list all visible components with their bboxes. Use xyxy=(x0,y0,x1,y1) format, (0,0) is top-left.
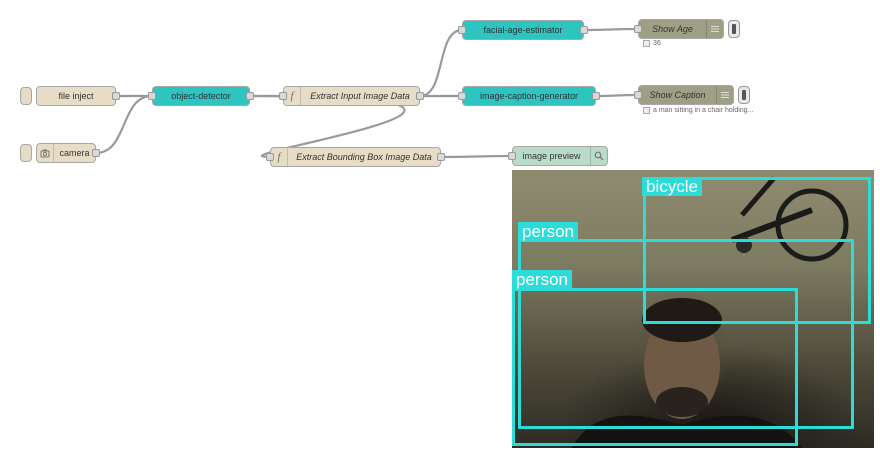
function-icon: f xyxy=(284,87,301,105)
preview-image: bicycle person person xyxy=(512,170,874,448)
detection-box-person-1 xyxy=(518,239,854,429)
image-preview-node[interactable]: image preview xyxy=(508,146,608,166)
status-dot-icon xyxy=(643,40,650,47)
image-preview-input-port[interactable] xyxy=(508,152,516,160)
image-caption-label: image-caption-generator xyxy=(479,91,579,101)
wire-camera-to-detector[interactable] xyxy=(95,94,153,155)
detection-label-person-2: person xyxy=(512,270,572,289)
camera-icon xyxy=(37,144,54,162)
file-inject-node[interactable]: file inject xyxy=(36,86,120,106)
scene-drawing xyxy=(572,176,849,448)
extract-bbox-input-port[interactable] xyxy=(266,153,274,161)
show-age-label: Show Age xyxy=(652,24,693,34)
file-inject-label: file inject xyxy=(58,91,94,101)
show-age-node[interactable]: Show Age xyxy=(634,19,724,39)
image-preview-label: image preview xyxy=(522,151,581,161)
facial-age-input-port[interactable] xyxy=(458,26,466,34)
search-icon xyxy=(590,147,607,165)
camera-inject-button[interactable] xyxy=(20,144,32,162)
object-detector-node[interactable]: object-detector xyxy=(148,86,254,106)
object-detector-input-port[interactable] xyxy=(148,92,156,100)
wire-bbox-to-preview[interactable] xyxy=(440,154,513,159)
object-detector-label: object-detector xyxy=(171,91,231,101)
object-detector-output-port[interactable] xyxy=(246,92,254,100)
file-inject-button[interactable] xyxy=(20,87,32,105)
show-age-toggle-button[interactable] xyxy=(728,20,740,38)
list-icon xyxy=(706,20,723,38)
hair-shape xyxy=(642,298,722,342)
show-caption-input-port[interactable] xyxy=(634,91,642,99)
extract-input-output-port[interactable] xyxy=(416,92,424,100)
extract-bbox-output-port[interactable] xyxy=(437,153,445,161)
bicycle-frame xyxy=(730,207,814,243)
show-age-input-port[interactable] xyxy=(634,25,642,33)
show-age-status: 36 xyxy=(643,40,661,47)
status-dot-icon xyxy=(643,107,650,114)
wire-extract-to-age[interactable] xyxy=(419,28,463,98)
camera-label: camera xyxy=(59,148,90,158)
function-icon: f xyxy=(271,148,288,166)
facial-age-label: facial-age-estimator xyxy=(483,25,563,35)
show-caption-toggle-button[interactable] xyxy=(738,86,750,104)
image-caption-output-port[interactable] xyxy=(592,92,600,100)
show-caption-node[interactable]: Show Caption xyxy=(634,85,734,105)
wire-age-to-show[interactable] xyxy=(583,27,639,32)
extract-input-input-port[interactable] xyxy=(279,92,287,100)
detection-label-person-1: person xyxy=(518,222,578,241)
facial-age-node[interactable]: facial-age-estimator xyxy=(458,20,588,40)
wire-caption-to-show[interactable] xyxy=(595,93,639,98)
extract-bbox-label: Extract Bounding Box Image Data xyxy=(296,152,432,162)
image-caption-node[interactable]: image-caption-generator xyxy=(458,86,600,106)
beard-shape xyxy=(656,387,708,417)
show-caption-status-text: a man sitting in a chair holding... xyxy=(653,107,754,114)
camera-output-port[interactable] xyxy=(92,149,100,157)
show-caption-label: Show Caption xyxy=(649,90,706,100)
list-icon xyxy=(716,86,733,104)
detection-box-person-2 xyxy=(512,288,798,446)
show-caption-status: a man sitting in a chair holding... xyxy=(643,107,753,114)
show-age-status-text: 36 xyxy=(653,40,661,47)
camera-node[interactable]: camera xyxy=(36,143,100,163)
extract-input-node[interactable]: f Extract Input Image Data xyxy=(279,86,424,106)
shoulders-shape xyxy=(572,415,802,448)
extract-bbox-node[interactable]: f Extract Bounding Box Image Data xyxy=(266,147,445,167)
image-caption-input-port[interactable] xyxy=(458,92,466,100)
extract-input-label: Extract Input Image Data xyxy=(310,91,410,101)
bicycle-frame xyxy=(740,176,776,217)
detection-box-bicycle xyxy=(643,177,871,324)
file-inject-output-port[interactable] xyxy=(112,92,120,100)
detection-label-bicycle: bicycle xyxy=(642,177,702,196)
facial-age-output-port[interactable] xyxy=(580,26,588,34)
